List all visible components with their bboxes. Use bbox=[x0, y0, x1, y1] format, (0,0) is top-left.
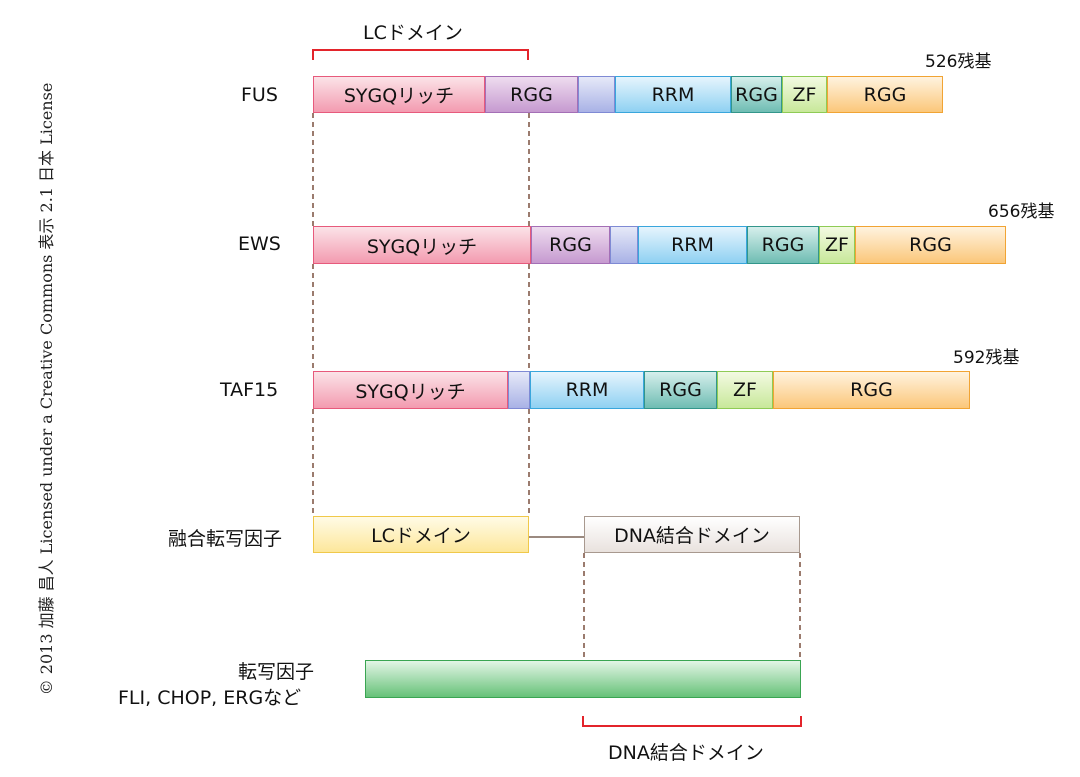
taf15-rgg-domain: RGG bbox=[644, 371, 717, 409]
fusion-tf-name: 融合転写因子 bbox=[168, 528, 283, 550]
lc-domain-top-label: LCドメイン bbox=[363, 22, 463, 44]
protein-name-fus: FUS bbox=[241, 84, 278, 106]
taf15-rrm-domain: RRM bbox=[530, 371, 644, 409]
fus-zf-domain: ZF bbox=[782, 76, 827, 113]
ews-zf-domain: ZF bbox=[819, 226, 855, 264]
fus-sygq-domain: SYGQリッチ bbox=[313, 76, 485, 113]
taf15-linker-domain bbox=[508, 371, 530, 409]
ews-rgg-domain: RGG bbox=[855, 226, 1006, 264]
taf15-rgg-domain: RGG bbox=[773, 371, 970, 409]
taf15-sygq-domain: SYGQリッチ bbox=[313, 371, 508, 409]
dna-domain-bottom-label: DNA結合ドメイン bbox=[608, 742, 764, 764]
fusion-dna-binding-domain: DNA結合ドメイン bbox=[584, 516, 800, 553]
ews-sygq-domain: SYGQリッチ bbox=[313, 226, 531, 264]
ews-linker-domain bbox=[610, 226, 638, 264]
fus-rgg-domain: RGG bbox=[731, 76, 782, 113]
ews-rgg-domain: RGG bbox=[747, 226, 819, 264]
length-label-fus: 526残基 bbox=[925, 52, 992, 72]
fus-rgg-domain: RGG bbox=[827, 76, 943, 113]
length-label-ews: 656残基 bbox=[988, 202, 1055, 222]
lc-bracket bbox=[312, 49, 529, 60]
fus-rrm-domain: RRM bbox=[615, 76, 731, 113]
protein-name-taf15: TAF15 bbox=[220, 379, 279, 401]
taf15-zf-domain: ZF bbox=[717, 371, 773, 409]
ews-rgg-domain: RGG bbox=[531, 226, 610, 264]
fusion-lc-domain: LCドメイン bbox=[313, 516, 529, 553]
protein-name-ews: EWS bbox=[238, 233, 281, 255]
copyright-text: © 2013 加藤 昌人 Licensed under a Creative C… bbox=[37, 82, 56, 696]
tf-name-line2: FLI, CHOP, ERGなど bbox=[118, 687, 302, 709]
length-label-taf15: 592残基 bbox=[953, 348, 1020, 368]
ews-rrm-domain: RRM bbox=[638, 226, 747, 264]
tf-bar bbox=[365, 660, 801, 698]
dna-bracket bbox=[582, 716, 802, 727]
tf-name-line1: 転写因子 bbox=[238, 661, 315, 683]
fus-rgg-domain: RGG bbox=[485, 76, 578, 113]
fus-linker-domain bbox=[578, 76, 615, 113]
